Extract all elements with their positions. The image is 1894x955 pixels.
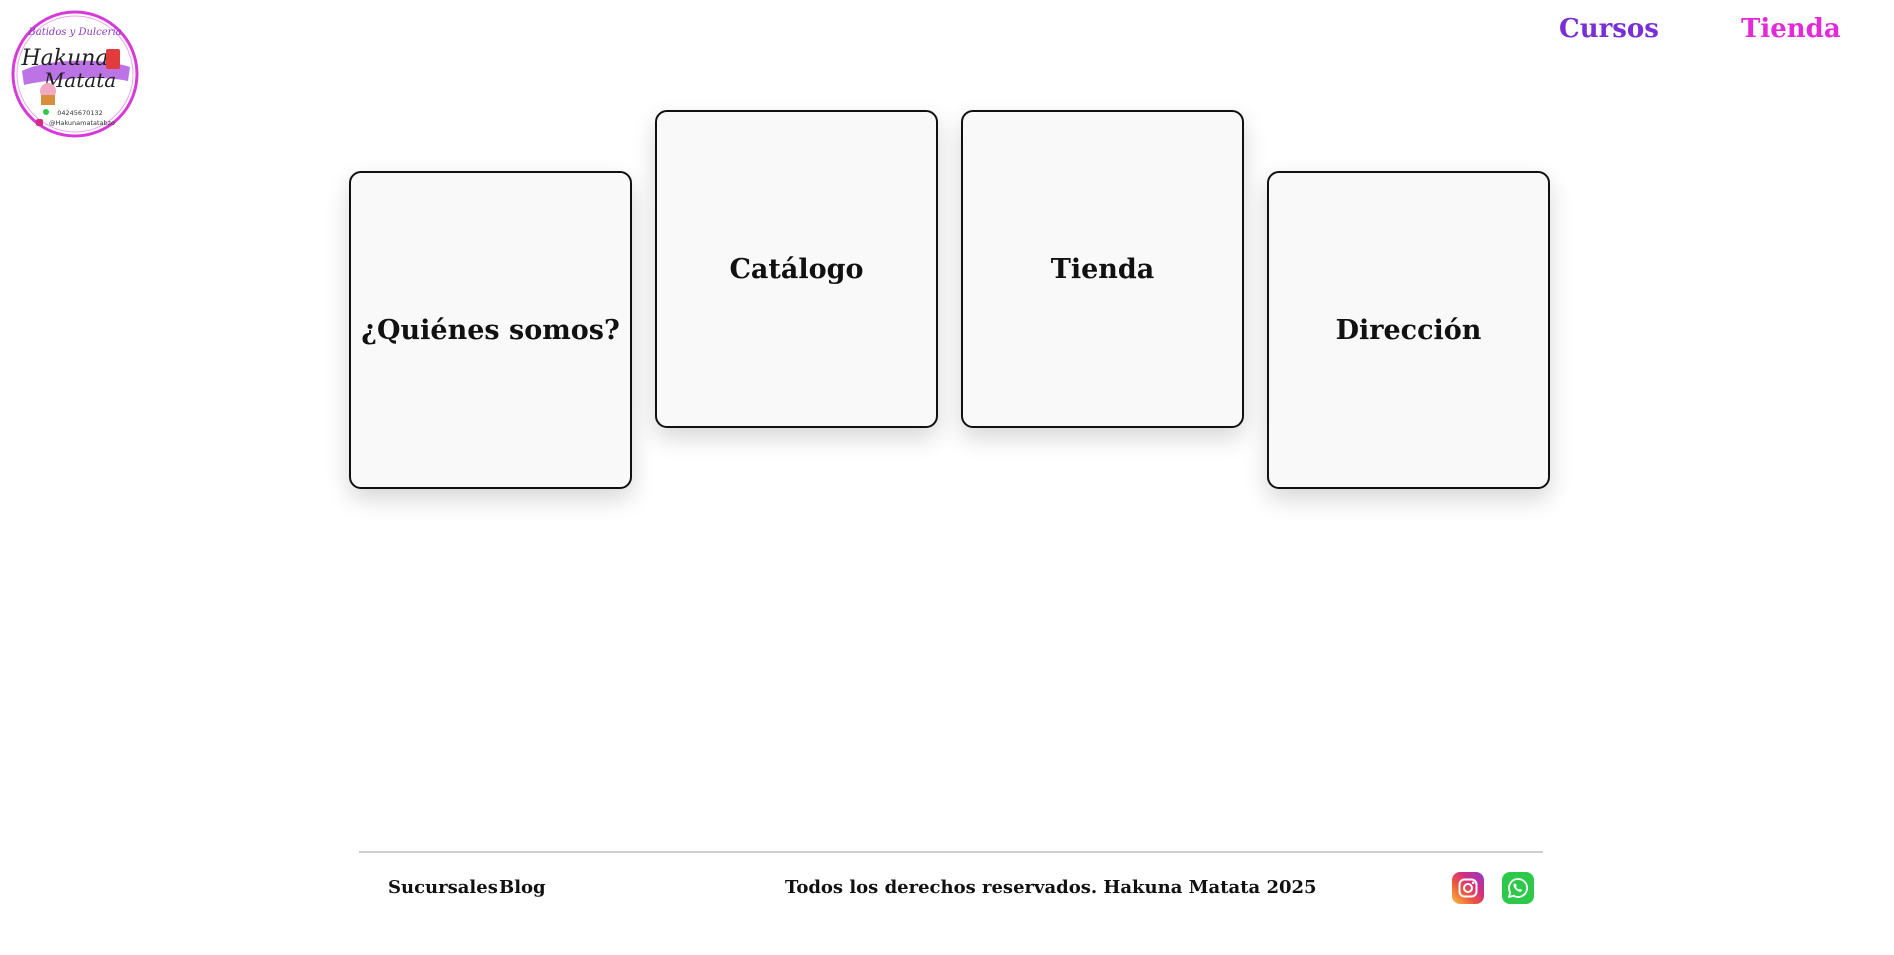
footer-blog-link[interactable]: Blog bbox=[499, 877, 546, 898]
logo-graphic: Batidos y Dulcería Hakuna Matata 0424567… bbox=[11, 10, 139, 138]
card-label: ¿Quiénes somos? bbox=[361, 314, 620, 346]
svg-text:Hakuna: Hakuna bbox=[20, 46, 108, 71]
card-label: Catálogo bbox=[729, 253, 864, 285]
whatsapp-icon[interactable] bbox=[1502, 872, 1534, 904]
card-direccion[interactable]: Dirección bbox=[1267, 171, 1550, 489]
hakuna-matata-logo[interactable]: Batidos y Dulcería Hakuna Matata 0424567… bbox=[10, 9, 140, 139]
footer-sucursales-link[interactable]: Sucursales bbox=[388, 877, 498, 898]
svg-text:@Hakunamatatabzo: @Hakunamatatabzo bbox=[49, 119, 115, 127]
card-label: Dirección bbox=[1335, 314, 1482, 346]
card-tienda[interactable]: Tienda bbox=[961, 110, 1244, 428]
svg-text:04245670132: 04245670132 bbox=[57, 109, 103, 117]
nav-tienda-link[interactable]: Tienda bbox=[1741, 14, 1841, 44]
card-label: Tienda bbox=[1050, 253, 1155, 285]
svg-text:Batidos y Dulcería: Batidos y Dulcería bbox=[27, 27, 121, 38]
footer-divider bbox=[359, 851, 1543, 853]
card-catalogo[interactable]: Catálogo bbox=[655, 110, 938, 428]
nav-cursos-link[interactable]: Cursos bbox=[1559, 14, 1659, 44]
card-quienes-somos[interactable]: ¿Quiénes somos? bbox=[349, 171, 632, 489]
footer-copyright: Todos los derechos reservados. Hakuna Ma… bbox=[785, 877, 1317, 898]
instagram-icon[interactable] bbox=[1452, 872, 1484, 904]
